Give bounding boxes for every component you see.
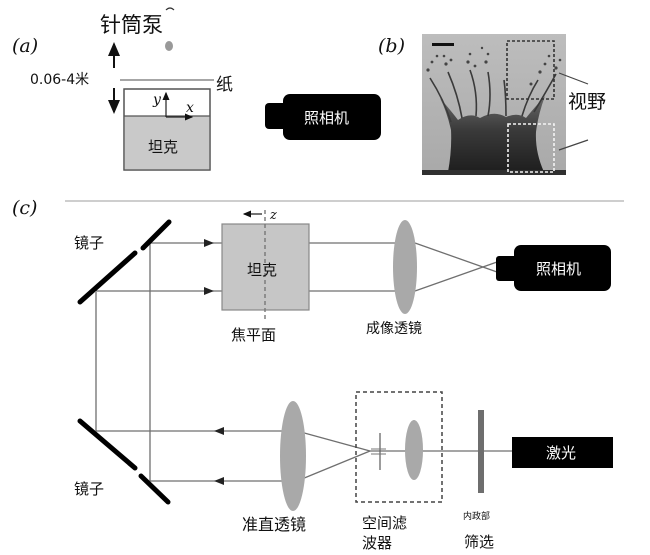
- droplet-icon: [165, 41, 173, 51]
- iris: [478, 410, 484, 493]
- camera-c-body: [514, 245, 611, 291]
- splash-crown: [440, 96, 545, 172]
- splash-droplets: [426, 46, 562, 86]
- camera-c-label: 照相机: [536, 260, 581, 278]
- syringe-pump-label: 针筒泵: [100, 13, 163, 37]
- fov-box-lower: [507, 123, 555, 173]
- collimating-lens: [280, 401, 306, 511]
- camera-a-label: 照相机: [304, 109, 349, 127]
- panel-a: (a) 针筒泵 0.06-4米 纸 坦克 y x 照相机: [12, 7, 381, 171]
- y-axis-label: y: [152, 92, 162, 108]
- field-of-view-label: 视野: [568, 91, 606, 113]
- paper-label: 纸: [216, 75, 233, 95]
- panel-a-tag: (a): [12, 35, 38, 57]
- height-range-label: 0.06-4米: [30, 72, 89, 88]
- syringe-tip-icon: [165, 7, 175, 11]
- camera-a: 照相机: [265, 94, 381, 140]
- fov-box-upper: [506, 40, 555, 100]
- spatial-filter-label-line2: 波器: [362, 534, 392, 552]
- mirror-top: [77, 219, 172, 305]
- panel-c: (c) 镜子 镜子: [12, 197, 613, 552]
- beam-arrow-upper: [204, 239, 214, 247]
- camera-a-body: [283, 94, 381, 140]
- imaging-lens: [393, 220, 417, 314]
- photo-floor: [422, 170, 566, 175]
- tank-a-label: 坦克: [148, 138, 178, 156]
- x-axis-label: x: [186, 100, 194, 116]
- splash-photo: [422, 34, 566, 175]
- imaging-lens-label: 成像透镜: [366, 321, 422, 337]
- spatial-filter-lens: [405, 420, 423, 480]
- tank-c-label: 坦克: [247, 261, 277, 279]
- spatial-filter-label-line1: 空间滤: [362, 514, 407, 532]
- laser: [512, 437, 613, 468]
- laser-label: 激光: [546, 444, 576, 462]
- spatial-filter-box: [355, 391, 443, 503]
- beam-paths: [95, 242, 512, 482]
- mirror-bottom: [77, 418, 171, 505]
- tank-a-outline: [123, 88, 211, 171]
- scale-bar: [432, 43, 454, 46]
- iris-label: 筛选: [464, 533, 494, 551]
- panel-b-tag: (b): [378, 35, 405, 57]
- z-axis-label: z: [269, 208, 277, 223]
- splash-ligaments: [429, 69, 557, 123]
- beam-arrow-return-upper: [214, 427, 224, 435]
- beam-arrow-lower: [204, 287, 214, 295]
- fov-pointer-upper: [558, 72, 589, 85]
- mirror-top-label: 镜子: [74, 234, 104, 252]
- panel-c-tag: (c): [12, 197, 37, 219]
- focal-plane-label: 焦平面: [231, 326, 276, 344]
- camera-c: 照相机: [496, 245, 611, 291]
- mirror-bottom-label: 镜子: [74, 480, 104, 498]
- panel-b: (b): [378, 34, 606, 175]
- iris-small-label: 内政部: [463, 510, 490, 522]
- beam-arrow-return-lower: [214, 477, 224, 485]
- camera-c-lens: [496, 256, 518, 281]
- fov-pointer-lower: [558, 139, 589, 151]
- collimating-lens-label: 准直透镜: [242, 515, 306, 534]
- tank-a-water: [124, 116, 210, 170]
